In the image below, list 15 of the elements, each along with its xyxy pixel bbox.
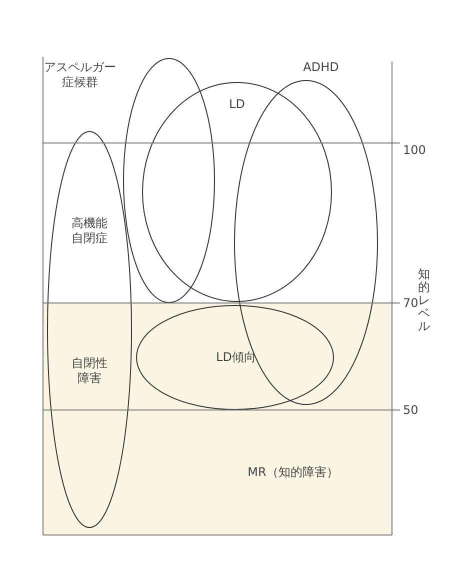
- tick-label: 50: [403, 403, 418, 417]
- region-label: LD傾向: [215, 350, 257, 365]
- tick-label: 70: [403, 296, 418, 310]
- region-label: MR（知的障害）: [246, 465, 340, 480]
- region-label: 自閉性障害: [71, 356, 108, 386]
- region-label: 高機能自閉症: [71, 216, 108, 246]
- ellipse-outline: [47, 131, 132, 528]
- shaded-band: [43, 303, 392, 535]
- region-label: LD: [228, 97, 246, 112]
- region-label: ADHD: [302, 60, 340, 75]
- ellipse-outline: [136, 305, 334, 410]
- axis-title: 知的レベル: [418, 268, 430, 333]
- ellipse-outline: [142, 82, 332, 302]
- tick-label: 100: [403, 143, 426, 157]
- region-label: アスペルガー症候群: [43, 60, 117, 90]
